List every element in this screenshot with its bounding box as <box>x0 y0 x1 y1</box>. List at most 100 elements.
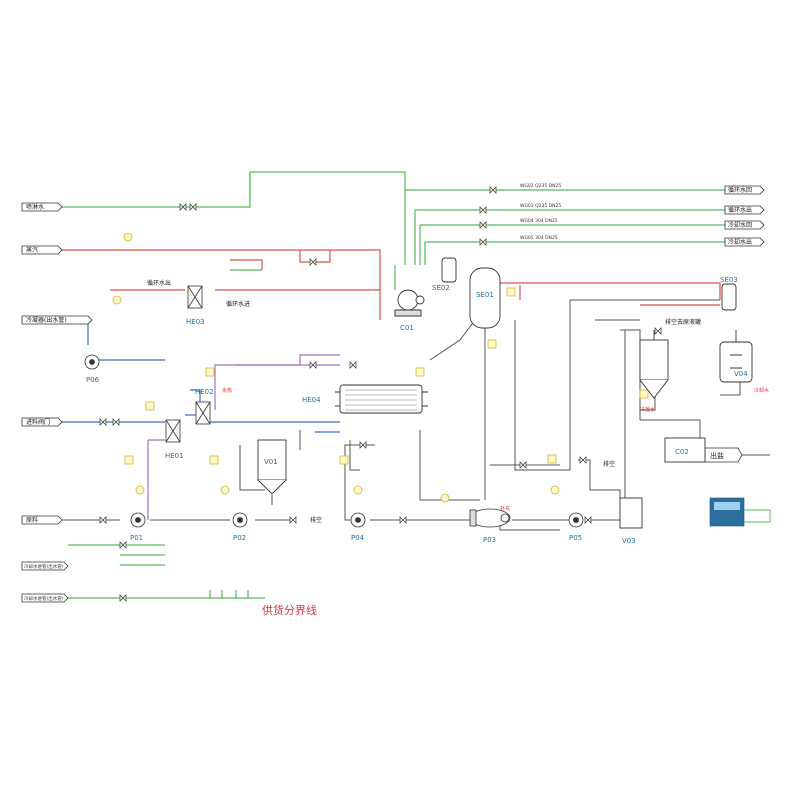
instrument-icon <box>205 367 215 377</box>
centrifuge-c02[interactable]: C02 <box>664 437 706 463</box>
instrument-icon <box>124 455 134 465</box>
inlet-cooling-1: 冷却水进管(出水管) <box>21 561 69 571</box>
outlet-salt: 出盐 <box>704 447 743 463</box>
valves <box>99 186 662 602</box>
crystallizer[interactable] <box>639 330 669 399</box>
plate-heat-exchangers: HE01 HE02 HE03 <box>165 285 214 460</box>
he04-label: HE04 <box>302 396 321 404</box>
pump-p03-label: P03 <box>483 536 496 544</box>
pump-p01[interactable]: P01 <box>130 512 146 542</box>
note-waste-heat: 余热 <box>222 387 232 394</box>
valve-icon[interactable] <box>519 461 527 469</box>
note-vent-3: 排空去原液罐 <box>665 318 701 326</box>
separator-se03[interactable]: SE03 <box>720 276 738 311</box>
valve-icon[interactable] <box>289 516 297 524</box>
outlet-3-label: 冷却水回 <box>728 221 752 229</box>
vessel-v03[interactable]: V03 <box>619 497 643 545</box>
vessel-v04[interactable]: V04 <box>719 330 753 383</box>
gauge-icon <box>112 295 122 305</box>
green-utility-lines <box>62 171 745 599</box>
inlet-feed-label: 进料阀门 <box>26 418 50 426</box>
gauge-icon <box>123 232 133 242</box>
valve-icon[interactable] <box>654 327 662 335</box>
pump-p04-label: P04 <box>351 534 365 542</box>
he03-label: HE03 <box>186 318 205 326</box>
vessel-v03-label: V03 <box>622 537 636 545</box>
valve-icon[interactable] <box>489 186 497 194</box>
supply-boundary-label: 供货分界线 <box>262 603 317 617</box>
outlet-4: 冷却水出 <box>724 237 765 247</box>
valve-icon[interactable] <box>119 594 127 602</box>
inlet-raw-label: 原料 <box>26 516 38 524</box>
cooling-tower[interactable] <box>709 497 771 527</box>
valve-icon[interactable] <box>309 361 317 369</box>
pump-p02-label: P02 <box>233 534 246 542</box>
valve-icon[interactable] <box>99 418 107 426</box>
inlet-raw: 原料 <box>21 515 63 525</box>
gray-process-lines <box>62 299 770 531</box>
valve-icon[interactable] <box>479 238 487 246</box>
valve-icon[interactable] <box>359 441 367 449</box>
pump-p04[interactable]: P04 <box>350 512 366 542</box>
outlet-2-label: 循环水出 <box>728 206 752 214</box>
instrument-icon <box>506 287 516 297</box>
outlet-1-label: 循环水回 <box>728 186 752 194</box>
he01[interactable]: HE01 <box>165 419 184 460</box>
vessel-v04-label: V04 <box>734 370 748 378</box>
valve-icon[interactable] <box>479 206 487 214</box>
valve-icon[interactable] <box>399 516 407 524</box>
vessels: V01 SE01 SE02 SE03 V03 V04 <box>257 257 753 545</box>
instrument-icon <box>487 339 497 349</box>
note-condensate: 冷凝水 <box>640 406 655 413</box>
gauge-icon <box>440 493 450 503</box>
inlet-spray-label: 喷淋水 <box>26 203 44 211</box>
instrument-icon <box>415 367 425 377</box>
compressor-c01[interactable]: C01 <box>394 289 425 332</box>
note-vent-2: 排空 <box>603 460 615 468</box>
he03[interactable]: HE03 <box>186 285 205 326</box>
pipe-spec-2: WG03 Q235 DN25 <box>520 203 561 209</box>
valve-icon[interactable] <box>119 541 127 549</box>
valve-icon[interactable] <box>189 203 197 211</box>
valve-icon[interactable] <box>179 203 187 211</box>
valve-icon[interactable] <box>112 418 120 426</box>
inlet-cooling-1-label: 冷却水进管(出水管) <box>24 563 64 570</box>
valve-icon[interactable] <box>99 516 107 524</box>
note-circ-out: 循环水出 <box>147 279 171 287</box>
instrument-markers <box>112 232 649 503</box>
pipe-spec-labels: WG02 Q235 DN25 WG03 Q235 DN25 WG04 304 D… <box>520 183 561 241</box>
inlet-steam-label: 蒸汽 <box>26 246 38 254</box>
pump-p03[interactable]: P03 <box>469 508 511 544</box>
note-cooling-water: 冷却水 <box>754 387 769 394</box>
outlet-salt-label: 出盐 <box>710 451 724 460</box>
valve-icon[interactable] <box>479 221 487 229</box>
separator-se02-label: SE02 <box>432 284 450 292</box>
he02[interactable]: HE02 <box>195 388 214 425</box>
notes: 循环水出 循环水进 排空 排空 排空去原液罐 冷凝水 余热 补充 冷却水 供货分… <box>147 279 769 617</box>
separator-se01[interactable]: SE01 <box>469 267 501 329</box>
pump-p05[interactable]: P05 <box>568 512 584 542</box>
valve-icon[interactable] <box>579 456 587 464</box>
outlet-1: 循环水回 <box>724 185 765 195</box>
gauge-icon <box>550 485 560 495</box>
pipe-spec-1: WG02 Q235 DN25 <box>520 183 561 189</box>
valve-icon[interactable] <box>349 361 357 369</box>
instrument-icon <box>145 401 155 411</box>
valve-icon[interactable] <box>584 516 592 524</box>
inlet-spray-water: 喷淋水 <box>21 202 63 212</box>
outlet-3: 冷却水回 <box>724 220 765 230</box>
vessel-v01[interactable]: V01 <box>257 439 287 495</box>
gauge-icon <box>135 485 145 495</box>
inlet-condenser: 冷凝器(出水管) <box>21 315 93 325</box>
instrument-icon <box>547 454 557 464</box>
valve-icon[interactable] <box>309 258 317 266</box>
he01-label: HE01 <box>165 452 184 460</box>
instrument-icon <box>639 389 649 399</box>
pump-p06[interactable]: P06 <box>84 354 100 384</box>
he04[interactable]: HE04 <box>302 384 428 414</box>
pump-p02[interactable]: P02 <box>232 512 248 542</box>
separator-se02[interactable]: SE02 <box>432 257 457 292</box>
pipe-spec-4: WG05 304 DN25 <box>520 235 558 241</box>
note-circ-in: 循环水进 <box>226 300 250 308</box>
